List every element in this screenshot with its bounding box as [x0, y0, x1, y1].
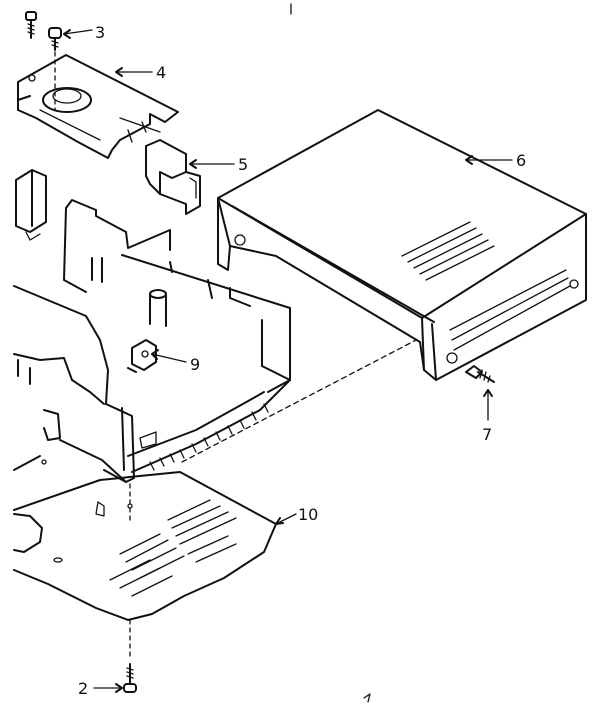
left-side-bracket: [15, 169, 47, 241]
top-cover-6: [217, 109, 587, 381]
leader-2: [93, 683, 123, 693]
top-bracket-plate-4: [17, 54, 179, 159]
screw-2: [123, 663, 137, 693]
callout-10: 10: [298, 505, 318, 524]
callout-2: 2: [78, 679, 88, 698]
clip-9: [127, 339, 157, 373]
leader-7: [483, 389, 493, 421]
cover-top-vents: [401, 221, 495, 281]
leader-10: [275, 513, 297, 525]
screw-3: [48, 27, 62, 111]
callout-3: 3: [95, 23, 105, 42]
leader-5: [189, 159, 235, 169]
bottom-plate-10: [13, 471, 277, 661]
callout-4: 4: [156, 63, 166, 82]
leader-4: [115, 67, 153, 77]
leader-9: [151, 349, 187, 363]
callout-9: 9: [190, 355, 200, 374]
screw-top-left: [25, 11, 37, 39]
screw-7: [465, 365, 495, 383]
callout-6: 6: [516, 151, 526, 170]
bottom-plate-vents: [109, 499, 237, 597]
leader-3: [63, 29, 93, 39]
cover-side-vents: [449, 269, 571, 351]
leader-6: [465, 155, 513, 165]
pcb-bracket-5: [145, 139, 201, 215]
callout-7: 7: [482, 425, 492, 444]
callout-5: 5: [238, 155, 248, 174]
bottom-edge-mark: [363, 693, 371, 703]
